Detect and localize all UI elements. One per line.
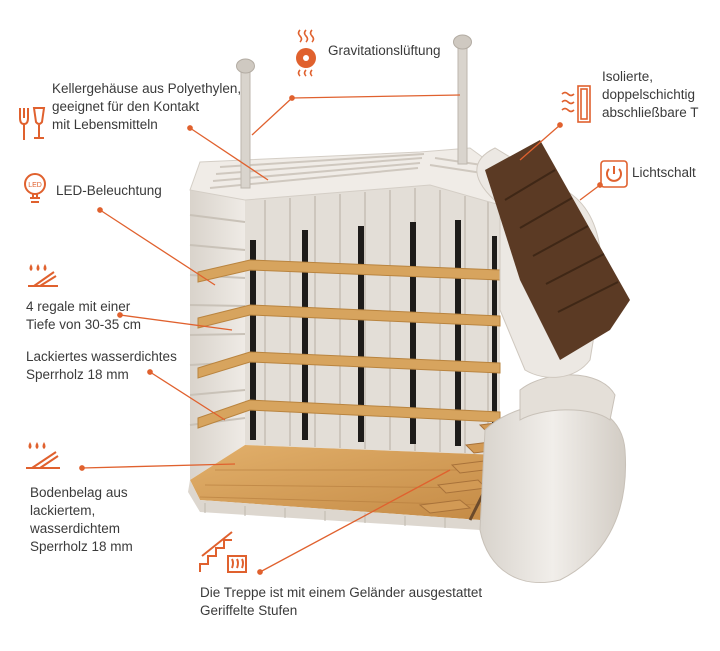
vent-pipes (236, 34, 472, 189)
power-icon (600, 160, 628, 188)
shelf-drops-icon (28, 264, 58, 287)
fork-glass-icon (19, 107, 46, 140)
floor-label: Bodenbelag aus lackiertem, wasserdichtem… (30, 485, 133, 554)
ventilation-label: Gravitationslüftung (328, 43, 441, 58)
led-bulb-icon: LED (24, 173, 46, 203)
housing-label: Kellergehäuse aus Polyethylen, geeignet … (52, 81, 242, 132)
shelves (197, 259, 501, 429)
entrance-dome (476, 140, 630, 584)
led-icon-text: LED (28, 182, 42, 189)
plywood-label: Lackiertes wasserdichtes Sperrholz 18 mm (26, 349, 177, 382)
insulated-door-label: Isolierte, doppelschichtig abschließbare… (602, 69, 699, 120)
led-label: LED-Beleuchtung (56, 183, 162, 198)
shelves-label: 4 regale mit einer Tiefe von 30-35 cm (26, 299, 142, 332)
floor-drops-icon (26, 442, 60, 469)
leader-lines (79, 94, 603, 575)
stairs-label: Die Treppe ist mit einem Geländer ausges… (200, 585, 483, 618)
light-switch-label: Lichtschalt (632, 165, 696, 180)
insulation-icon (561, 85, 591, 123)
stairs-icon (199, 531, 247, 573)
fan-heat-icon (296, 29, 316, 77)
